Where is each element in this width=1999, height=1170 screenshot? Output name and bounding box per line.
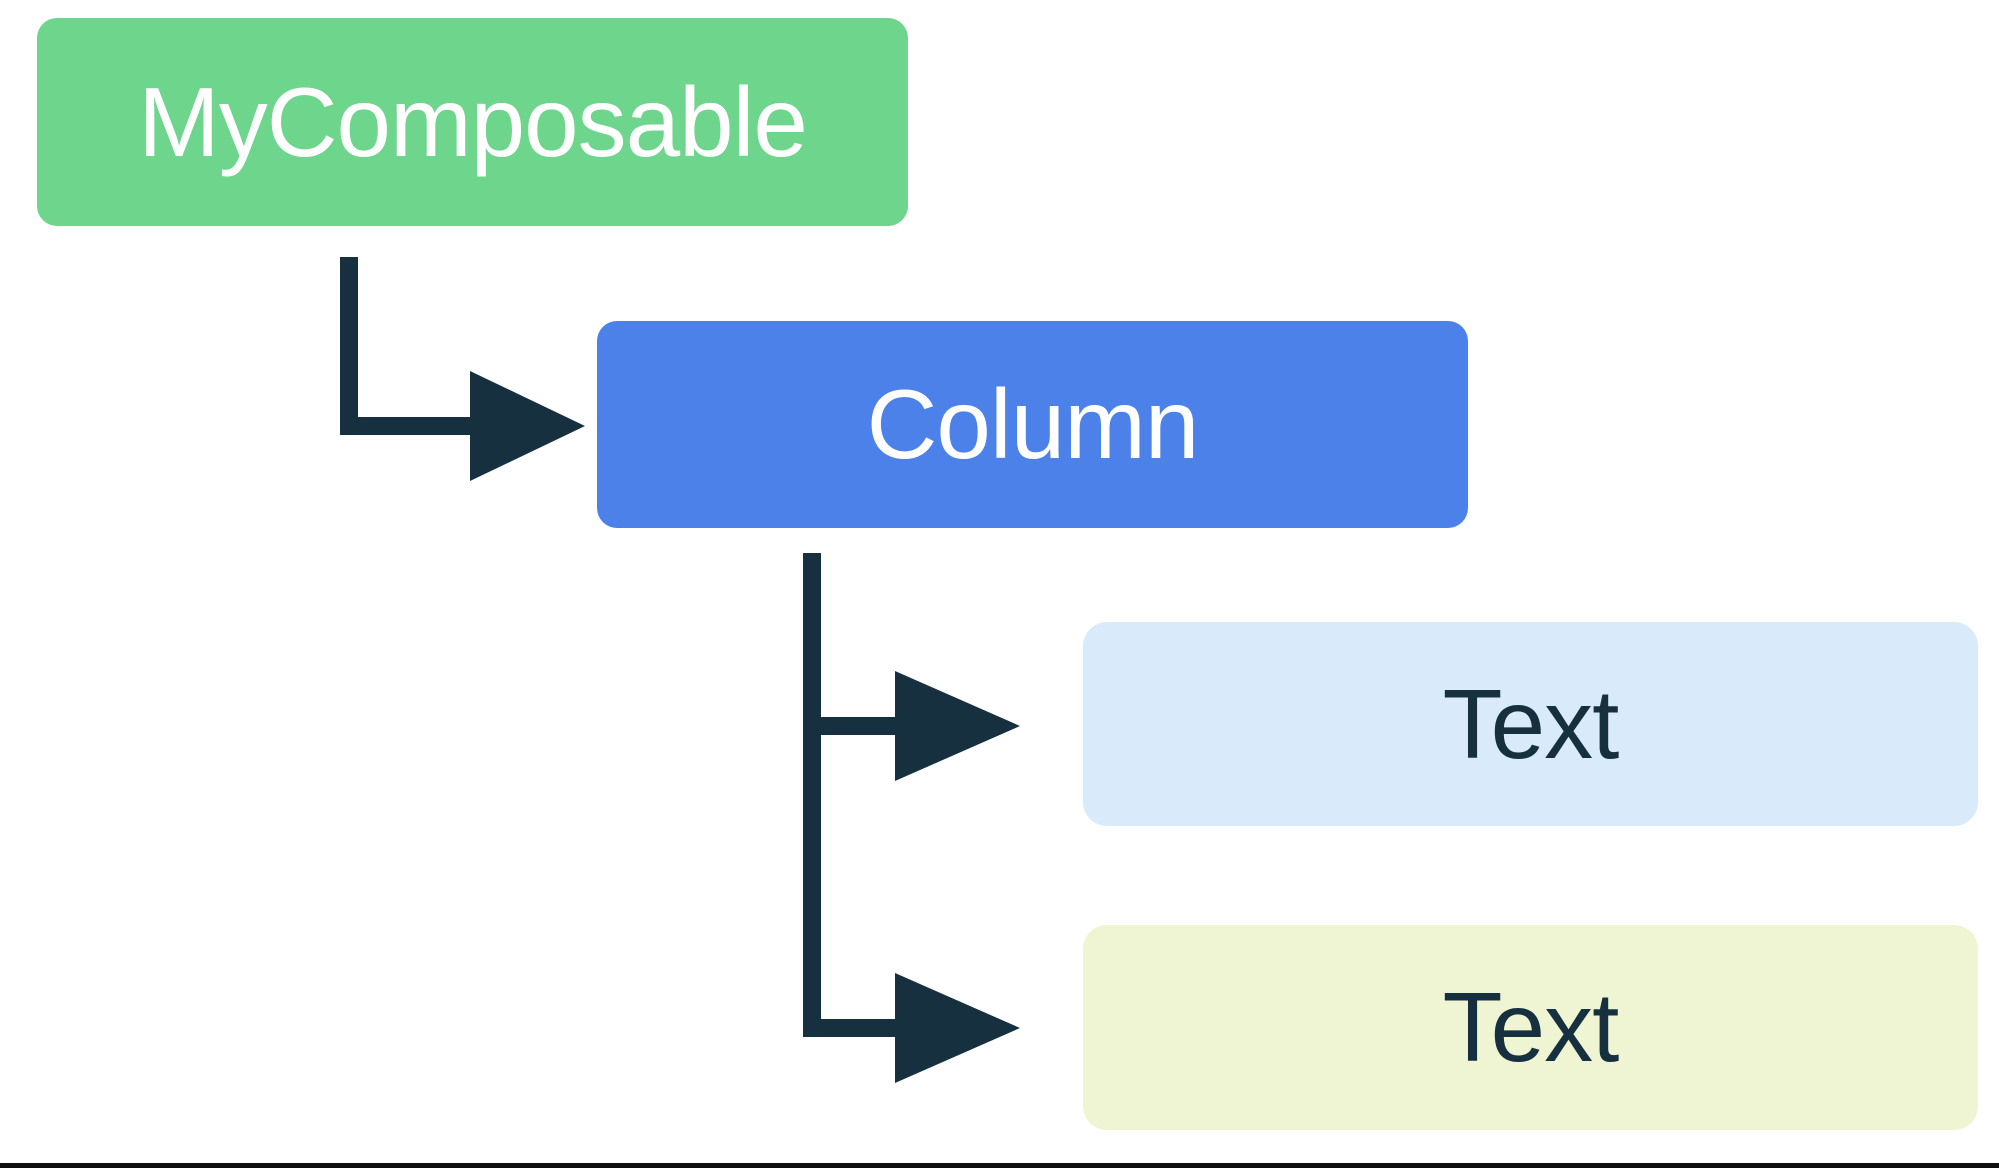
node-text-second-label: Text: [1442, 972, 1620, 1082]
arrow-mycomposable-to-column-icon: [340, 257, 585, 481]
node-column-label: Column: [866, 369, 1200, 479]
node-mycomposable-label: MyComposable: [138, 66, 808, 177]
arrow-column-to-text-children-icon: [803, 553, 1020, 1083]
node-text-first-label: Text: [1442, 668, 1620, 779]
node-mycomposable: MyComposable: [37, 18, 908, 226]
node-text-first: Text: [1083, 622, 1978, 826]
node-column: Column: [597, 321, 1468, 528]
bottom-border-line: [0, 1163, 1999, 1168]
node-text-second: Text: [1083, 925, 1978, 1130]
